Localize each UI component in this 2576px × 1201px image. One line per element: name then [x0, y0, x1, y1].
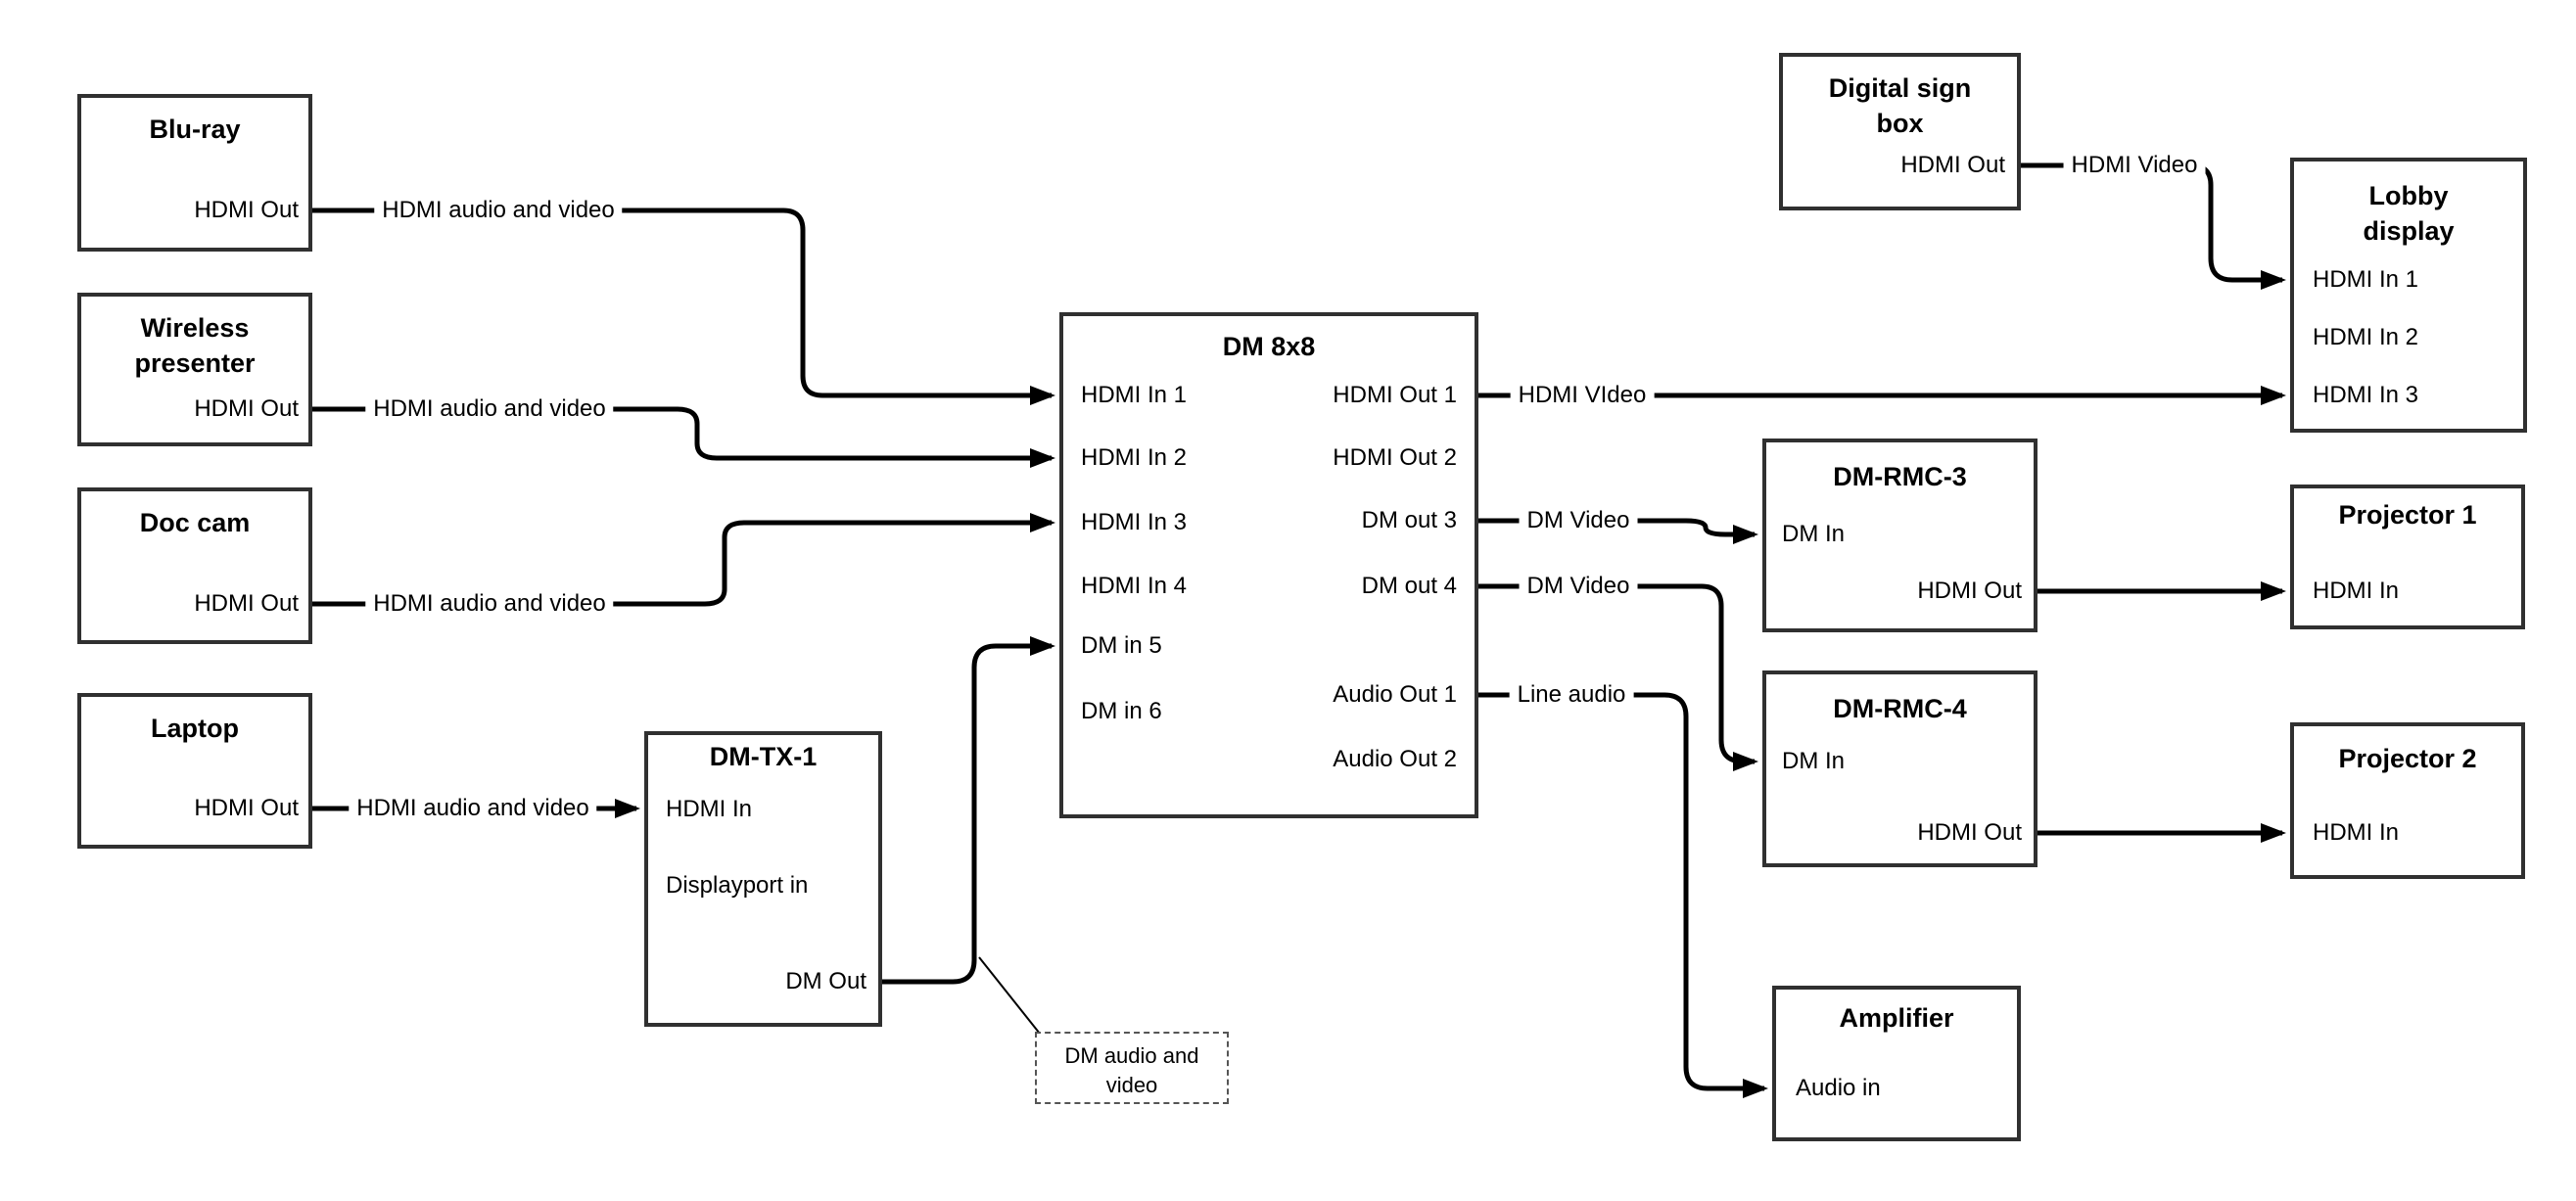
note-dm-audio-and-video: DM audio and video: [1035, 1032, 1229, 1104]
port-laptop-hdmi-out: HDMI Out: [194, 795, 299, 821]
node-dm-rmc-4[interactable]: [1762, 670, 2037, 867]
note-line: video: [1105, 1073, 1158, 1097]
port-amplifier-audio-in: Audio in: [1796, 1075, 1881, 1101]
port-wireless-hdmi-out: HDMI Out: [194, 395, 299, 422]
node-laptop[interactable]: [77, 693, 312, 849]
port-dm8x8-hdmi-in-1: HDMI In 1: [1081, 382, 1188, 408]
node-digital-sign-box-title: Digital sign box: [1779, 70, 2021, 141]
node-amplifier[interactable]: [1772, 986, 2021, 1141]
port-projector2-hdmi-in: HDMI In: [2313, 819, 2400, 846]
wire-dmtx1-to-dm8x8-in5: [882, 636, 1055, 985]
wire-label-wireless: HDMI audio and video: [365, 394, 614, 424]
wire-dm8x8-out3-to-rmc3: [1478, 518, 1758, 544]
node-projector-1-title: Projector 1: [2338, 500, 2477, 530]
port-dm8x8-audio-out-2: Audio Out 2: [1333, 746, 1457, 772]
port-doccam-hdmi-out: HDMI Out: [194, 590, 299, 617]
port-dm8x8-hdmi-in-4: HDMI In 4: [1081, 573, 1188, 599]
port-dm8x8-hdmi-out-1: HDMI Out 1: [1333, 382, 1457, 408]
wire-bluray-to-dm8x8-in1: [312, 208, 1055, 405]
port-dm8x8-dm-out-3: DM out 3: [1361, 507, 1457, 533]
note-line: DM audio and: [1064, 1043, 1199, 1068]
port-projector1-hdmi-in: HDMI In: [2313, 577, 2400, 604]
node-lobby-display[interactable]: [2290, 158, 2527, 433]
title-line: display: [2363, 216, 2455, 246]
node-bluray-title: Blu-ray: [149, 115, 241, 144]
wire-dm8x8-out4-to-rmc4: [1478, 583, 1758, 771]
node-dm-rmc-3-title: DM-RMC-3: [1833, 462, 1967, 491]
node-amplifier-title: Amplifier: [1839, 1003, 1954, 1033]
port-dm8x8-hdmi-in-2: HDMI In 2: [1081, 444, 1188, 471]
port-dm8x8-hdmi-in-3: HDMI In 3: [1081, 509, 1188, 535]
port-rmc4-hdmi-out: HDMI Out: [1917, 819, 2022, 846]
title-line: Lobby: [2368, 181, 2449, 210]
node-projector-2[interactable]: [2290, 722, 2525, 879]
node-bluray[interactable]: [77, 94, 312, 252]
wire-label-dm-out-4: DM Video: [1519, 572, 1638, 601]
wire-label-laptop: HDMI audio and video: [349, 794, 597, 823]
node-wireless-presenter-title: Wireless presenter: [77, 310, 312, 381]
port-dm8x8-audio-out-1: Audio Out 1: [1333, 681, 1457, 708]
node-doc-cam[interactable]: [77, 487, 312, 644]
port-lobby-hdmi-in-1: HDMI In 1: [2313, 266, 2419, 293]
wire-wireless-to-dm8x8-in2: [312, 406, 1055, 468]
title-line: presenter: [134, 348, 256, 378]
port-dmtx1-displayport-in: Displayport in: [666, 872, 809, 899]
node-laptop-title: Laptop: [151, 714, 239, 743]
port-dm8x8-dm-in-6: DM in 6: [1081, 698, 1162, 724]
wire-label-bluray: HDMI audio and video: [374, 196, 623, 225]
node-dm-rmc-3[interactable]: [1762, 439, 2037, 632]
wire-dm8x8-audio1-to-amplifier: [1478, 692, 1768, 1098]
port-rmc4-dm-in: DM In: [1782, 748, 1846, 774]
node-dm-8x8-title: DM 8x8: [1222, 332, 1316, 361]
port-lobby-hdmi-in-3: HDMI In 3: [2313, 382, 2419, 408]
port-rmc3-hdmi-out: HDMI Out: [1917, 577, 2022, 604]
port-dm8x8-dm-out-4: DM out 4: [1361, 573, 1457, 599]
node-digital-sign-box[interactable]: [1779, 53, 2021, 210]
port-dmtx1-dm-out: DM Out: [785, 968, 866, 994]
port-bluray-hdmi-out: HDMI Out: [194, 197, 299, 223]
node-dm-tx-1-title: DM-TX-1: [709, 742, 818, 771]
wire-label-audio-out-1: Line audio: [1509, 680, 1634, 710]
node-dm-tx-1[interactable]: [644, 731, 882, 1027]
wire-label-dm-out-3: DM Video: [1519, 506, 1638, 535]
port-rmc3-dm-in: DM In: [1782, 521, 1846, 547]
title-line: box: [1876, 109, 1924, 138]
wire-label-hdmi-out-1: HDMI VIdeo: [1510, 381, 1655, 410]
port-dm8x8-dm-in-5: DM in 5: [1081, 632, 1162, 659]
node-doc-cam-title: Doc cam: [139, 508, 251, 537]
wire-doccam-to-dm8x8-in3: [312, 513, 1055, 607]
title-line: Wireless: [140, 313, 250, 343]
note-leader-line: [978, 956, 1041, 1035]
port-lobby-hdmi-in-2: HDMI In 2: [2313, 324, 2419, 350]
node-lobby-display-title: Lobby display: [2290, 178, 2527, 249]
port-digsign-hdmi-out: HDMI Out: [1900, 152, 2005, 178]
port-dm8x8-hdmi-out-2: HDMI Out 2: [1333, 444, 1457, 471]
title-line: Digital sign: [1828, 73, 1972, 103]
node-wireless-presenter[interactable]: [77, 293, 312, 446]
wire-label-digsign: HDMI Video: [2063, 151, 2206, 180]
node-dm-rmc-4-title: DM-RMC-4: [1833, 694, 1967, 723]
wire-digsign-to-lobby-in1: [2021, 162, 2286, 290]
node-dm-8x8[interactable]: [1059, 312, 1478, 818]
port-dmtx1-hdmi-in: HDMI In: [666, 796, 753, 822]
wire-label-doccam: HDMI audio and video: [365, 589, 614, 619]
node-projector-2-title: Projector 2: [2338, 744, 2477, 773]
node-projector-1[interactable]: [2290, 485, 2525, 629]
